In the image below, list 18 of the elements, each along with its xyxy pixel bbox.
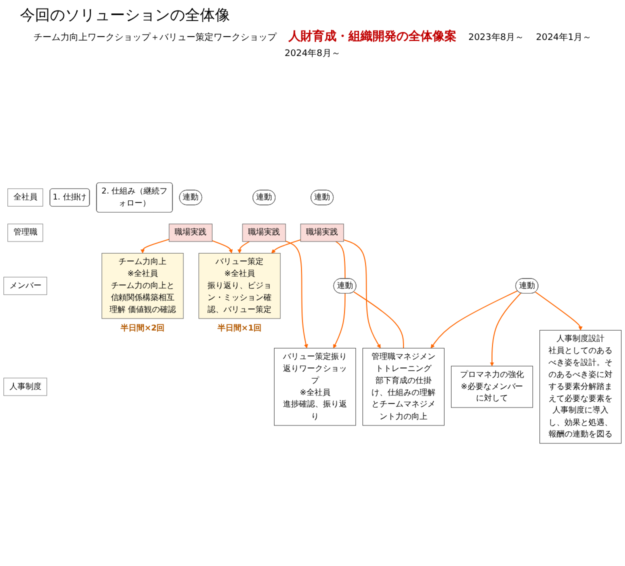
- timeline-date: 2024年1月～: [536, 32, 592, 44]
- arrow: [285, 241, 308, 349]
- section-heading: 人財育成・組織開発の全体像案: [288, 28, 456, 45]
- arrow: [238, 242, 250, 254]
- arrow: [140, 239, 170, 254]
- diagram-title: 今回のソリューションの全体像: [20, 6, 231, 25]
- arrow: [490, 293, 522, 367]
- connector: [335, 242, 346, 280]
- connector: [353, 292, 404, 350]
- subtitle: チーム力向上ワークショップ＋バリュー策定ワークショップ: [33, 31, 276, 44]
- arrow: [271, 240, 302, 254]
- arrow: [534, 292, 583, 331]
- timeline-date: 2023年8月～: [468, 32, 524, 44]
- arrow: [343, 240, 381, 349]
- arrow: [212, 240, 233, 254]
- timeline-date: 2024年8月～: [284, 48, 340, 60]
- arrow: [430, 290, 518, 349]
- arrow: [333, 293, 346, 349]
